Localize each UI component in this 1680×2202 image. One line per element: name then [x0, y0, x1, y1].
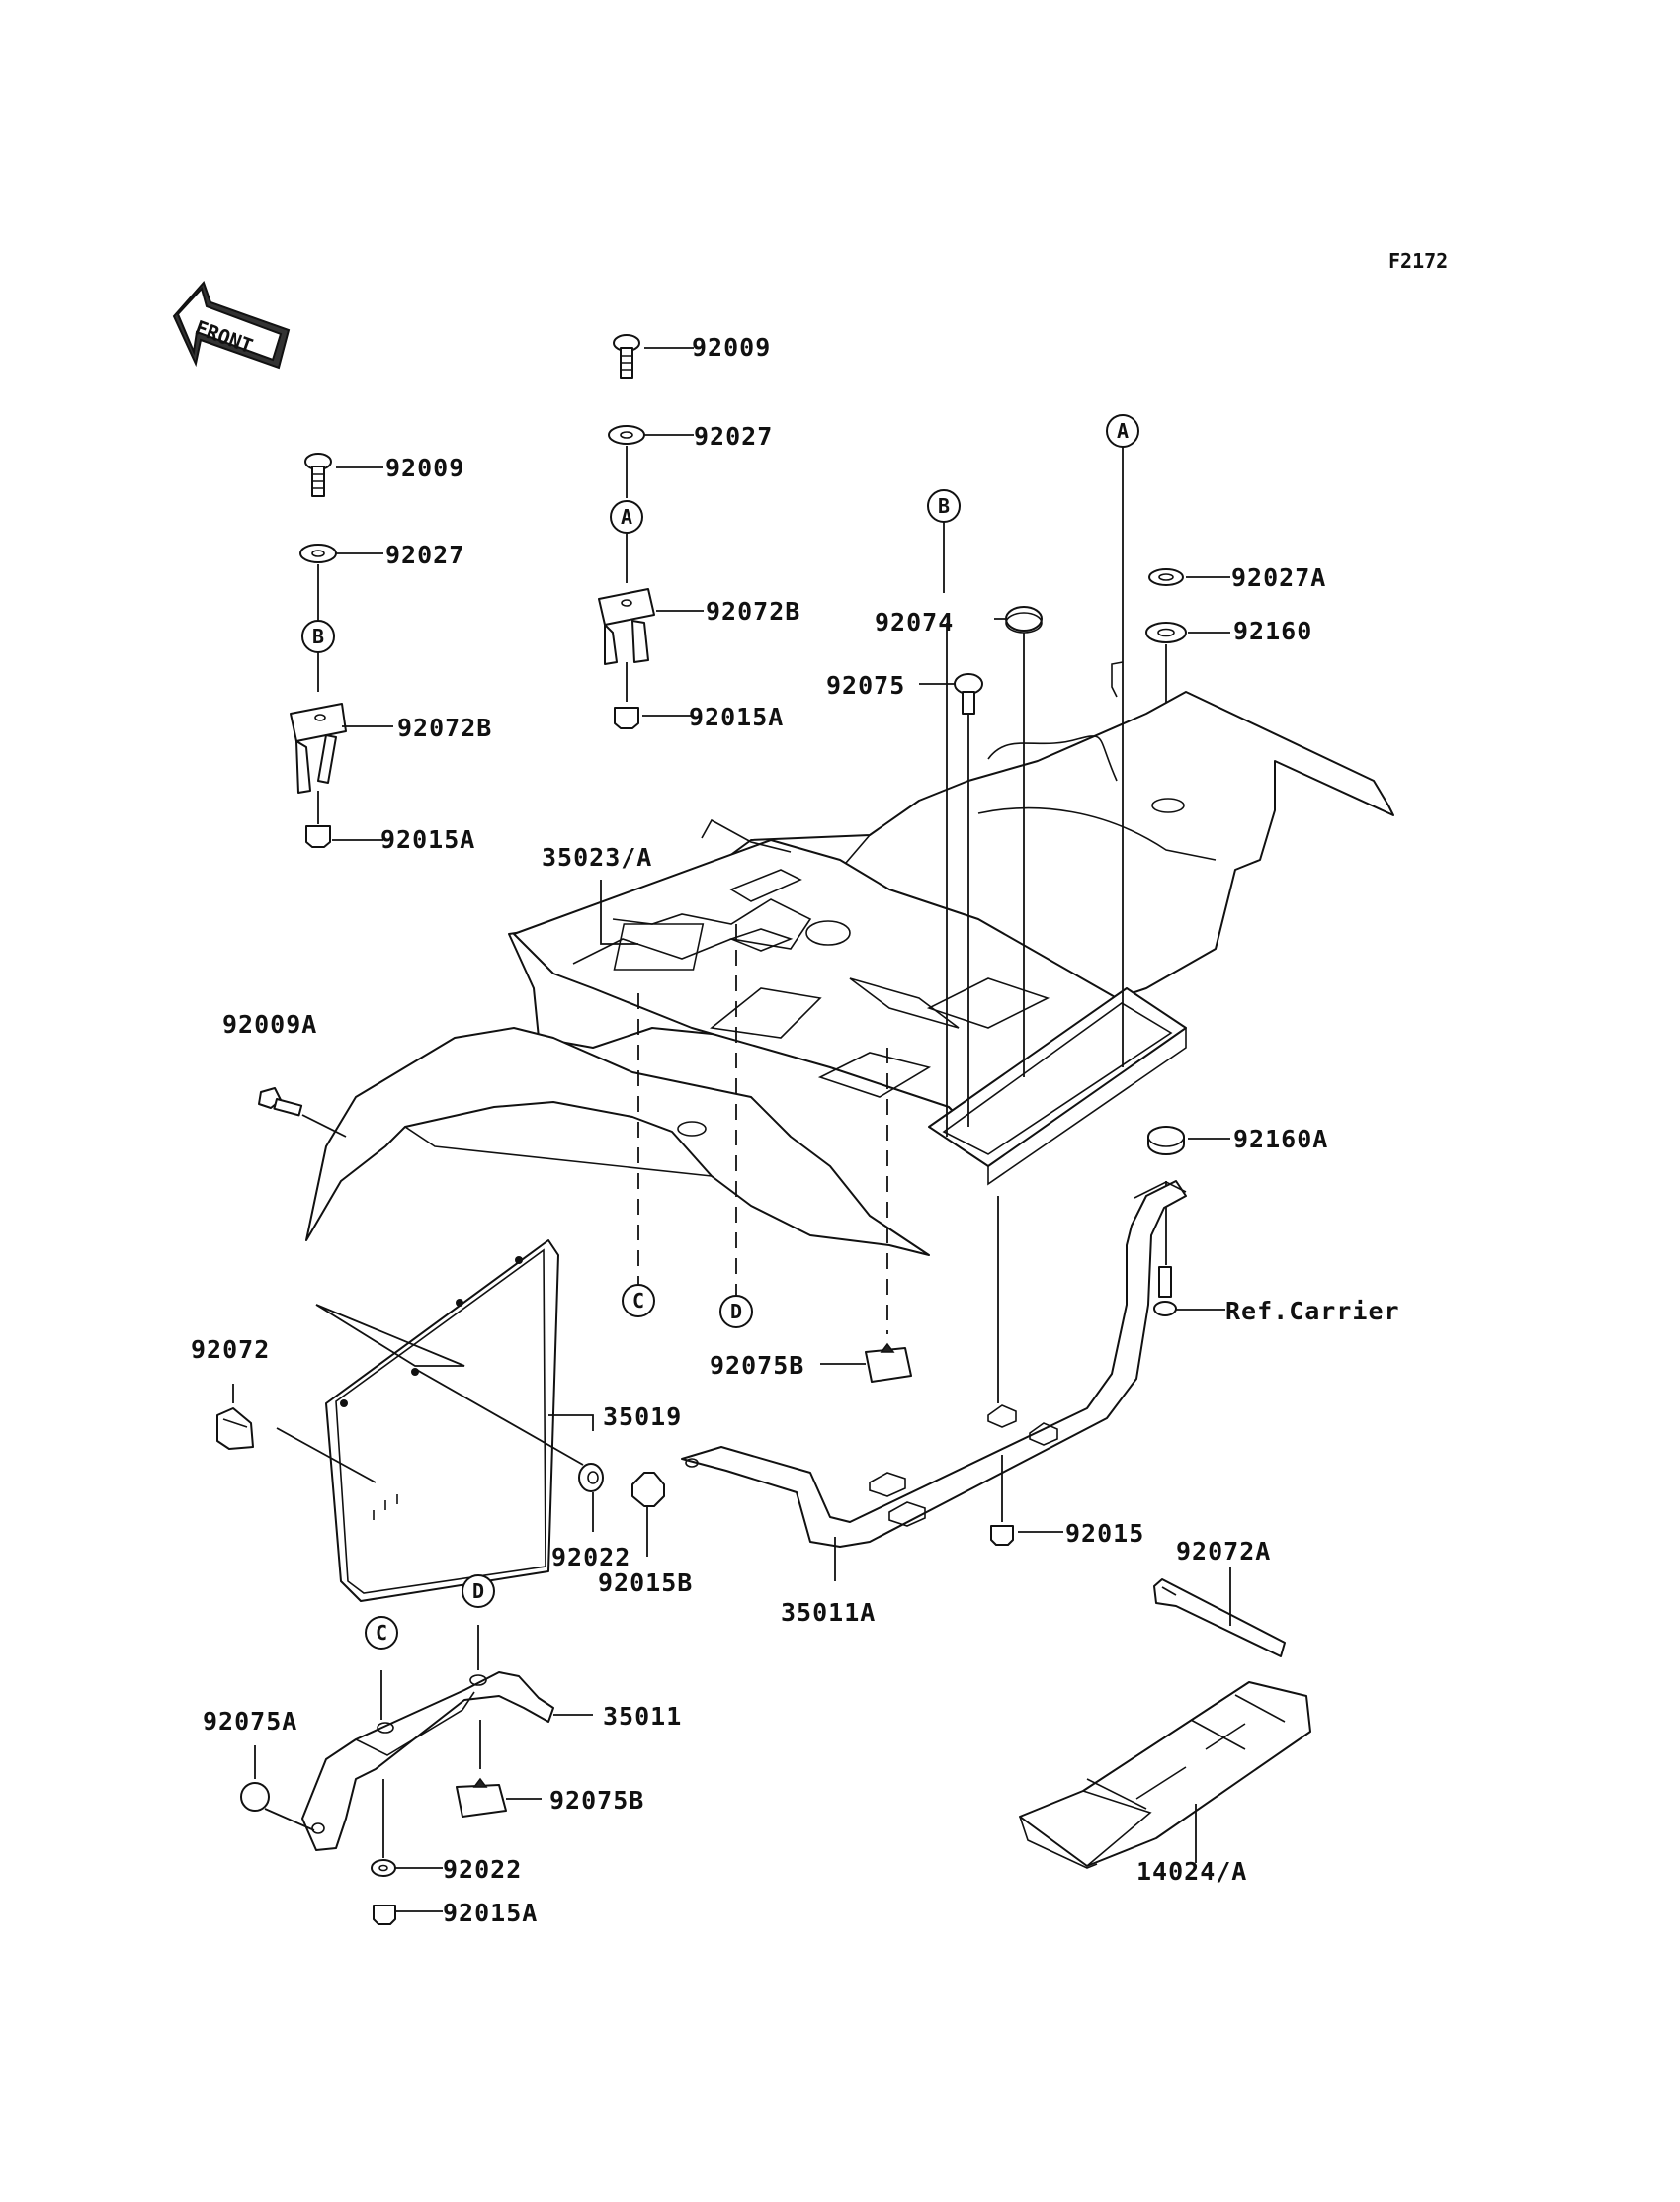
part-label: 35023/A [542, 843, 652, 872]
bolt-92009a-icon [258, 1087, 303, 1117]
stay-35011-icon [301, 1671, 554, 1851]
part-label: 35019 [603, 1402, 682, 1431]
svg-text:A: A [1117, 419, 1129, 443]
mud-flap-35019-icon [325, 1239, 559, 1602]
pin-92075-icon [954, 673, 983, 715]
ref-circle-d-upper: D [719, 1295, 753, 1328]
part-label: 92075 [826, 671, 905, 700]
part-label: 92015 [1065, 1519, 1144, 1548]
ref-circle-b-left: B [301, 620, 335, 653]
part-label: 92072 [191, 1335, 270, 1364]
strap-92072a-icon [1153, 1578, 1286, 1657]
nut-92075b-upper-icon [865, 1342, 912, 1383]
grommet-92160-icon [1145, 622, 1187, 643]
part-label: 92009 [692, 333, 771, 362]
part-label: 92027 [385, 541, 464, 569]
svg-text:D: D [730, 1300, 742, 1323]
bracket-92072b-left-icon [290, 703, 347, 794]
cap-92075a-icon [240, 1782, 270, 1812]
part-label: 92015A [443, 1899, 538, 1927]
part-label: 92072B [706, 597, 800, 626]
nut-92015-icon [990, 1525, 1014, 1546]
svg-text:D: D [472, 1579, 484, 1603]
ref-circle-d-lower: D [462, 1574, 495, 1608]
washer-92027a-icon [1148, 568, 1184, 586]
ref-circle-c-upper: C [622, 1284, 655, 1317]
pad-14024a-icon [1019, 1681, 1311, 1869]
grommet-92160a-icon [1147, 1126, 1185, 1155]
svg-text:C: C [632, 1289, 644, 1313]
bracket-92072b-mid-icon [598, 588, 655, 665]
part-label: 92009A [222, 1010, 317, 1039]
part-label: 92072B [397, 714, 492, 742]
ref-circle-b-cap: B [927, 489, 961, 523]
part-label: 92027 [694, 422, 773, 451]
svg-text:B: B [312, 625, 324, 648]
part-label: 92160 [1233, 617, 1312, 645]
diagram-code: F2172 [1388, 249, 1448, 273]
svg-text:B: B [938, 494, 950, 518]
ref-circle-a-mid: A [610, 500, 643, 534]
part-label: 92015A [689, 703, 784, 731]
part-label: 92022 [551, 1543, 630, 1571]
front-arrow-icon: FRONT [172, 281, 291, 370]
bolt-92009-left-icon [304, 453, 332, 497]
part-label: 92074 [875, 608, 954, 636]
part-label: 35011 [603, 1702, 682, 1731]
nut-92015a-lower-icon [373, 1905, 396, 1925]
part-label: 92075A [203, 1707, 297, 1736]
part-label: 92072A [1176, 1537, 1271, 1566]
part-label: 92015A [380, 825, 475, 854]
nut-92015a-mid-icon [614, 707, 639, 729]
part-label: 35011A [781, 1598, 876, 1627]
part-label: 92022 [443, 1855, 522, 1884]
clip-92072-icon [216, 1407, 254, 1450]
bolt-92009-mid-icon [613, 334, 640, 379]
ref-circle-a-top: A [1106, 414, 1139, 448]
part-label: 92075B [549, 1786, 644, 1815]
washer-92027-left-icon [299, 544, 337, 563]
part-label: Ref.Carrier [1225, 1297, 1400, 1325]
part-label: 14024/A [1136, 1857, 1247, 1886]
cap-92074-icon [1005, 606, 1043, 634]
part-label: 92009 [385, 454, 464, 482]
washer-92022-flap-icon [578, 1463, 604, 1492]
ref-circle-c-lower: C [365, 1616, 398, 1650]
svg-text:A: A [621, 505, 632, 529]
rear-fender-icon [305, 661, 1394, 1256]
nut-92015b-icon [631, 1472, 665, 1507]
nut-92075b-lower-icon [456, 1777, 507, 1818]
part-label: 92027A [1231, 563, 1326, 592]
part-label: 92075B [710, 1351, 804, 1380]
part-label: 92160A [1233, 1125, 1328, 1153]
svg-text:C: C [376, 1621, 387, 1645]
washer-92022-lower-icon [371, 1859, 396, 1877]
part-label: 92015B [598, 1568, 693, 1597]
washer-92027-mid-icon [608, 425, 645, 445]
carrier-bolt-icon [1153, 1181, 1177, 1316]
nut-92015a-left-icon [305, 825, 331, 848]
